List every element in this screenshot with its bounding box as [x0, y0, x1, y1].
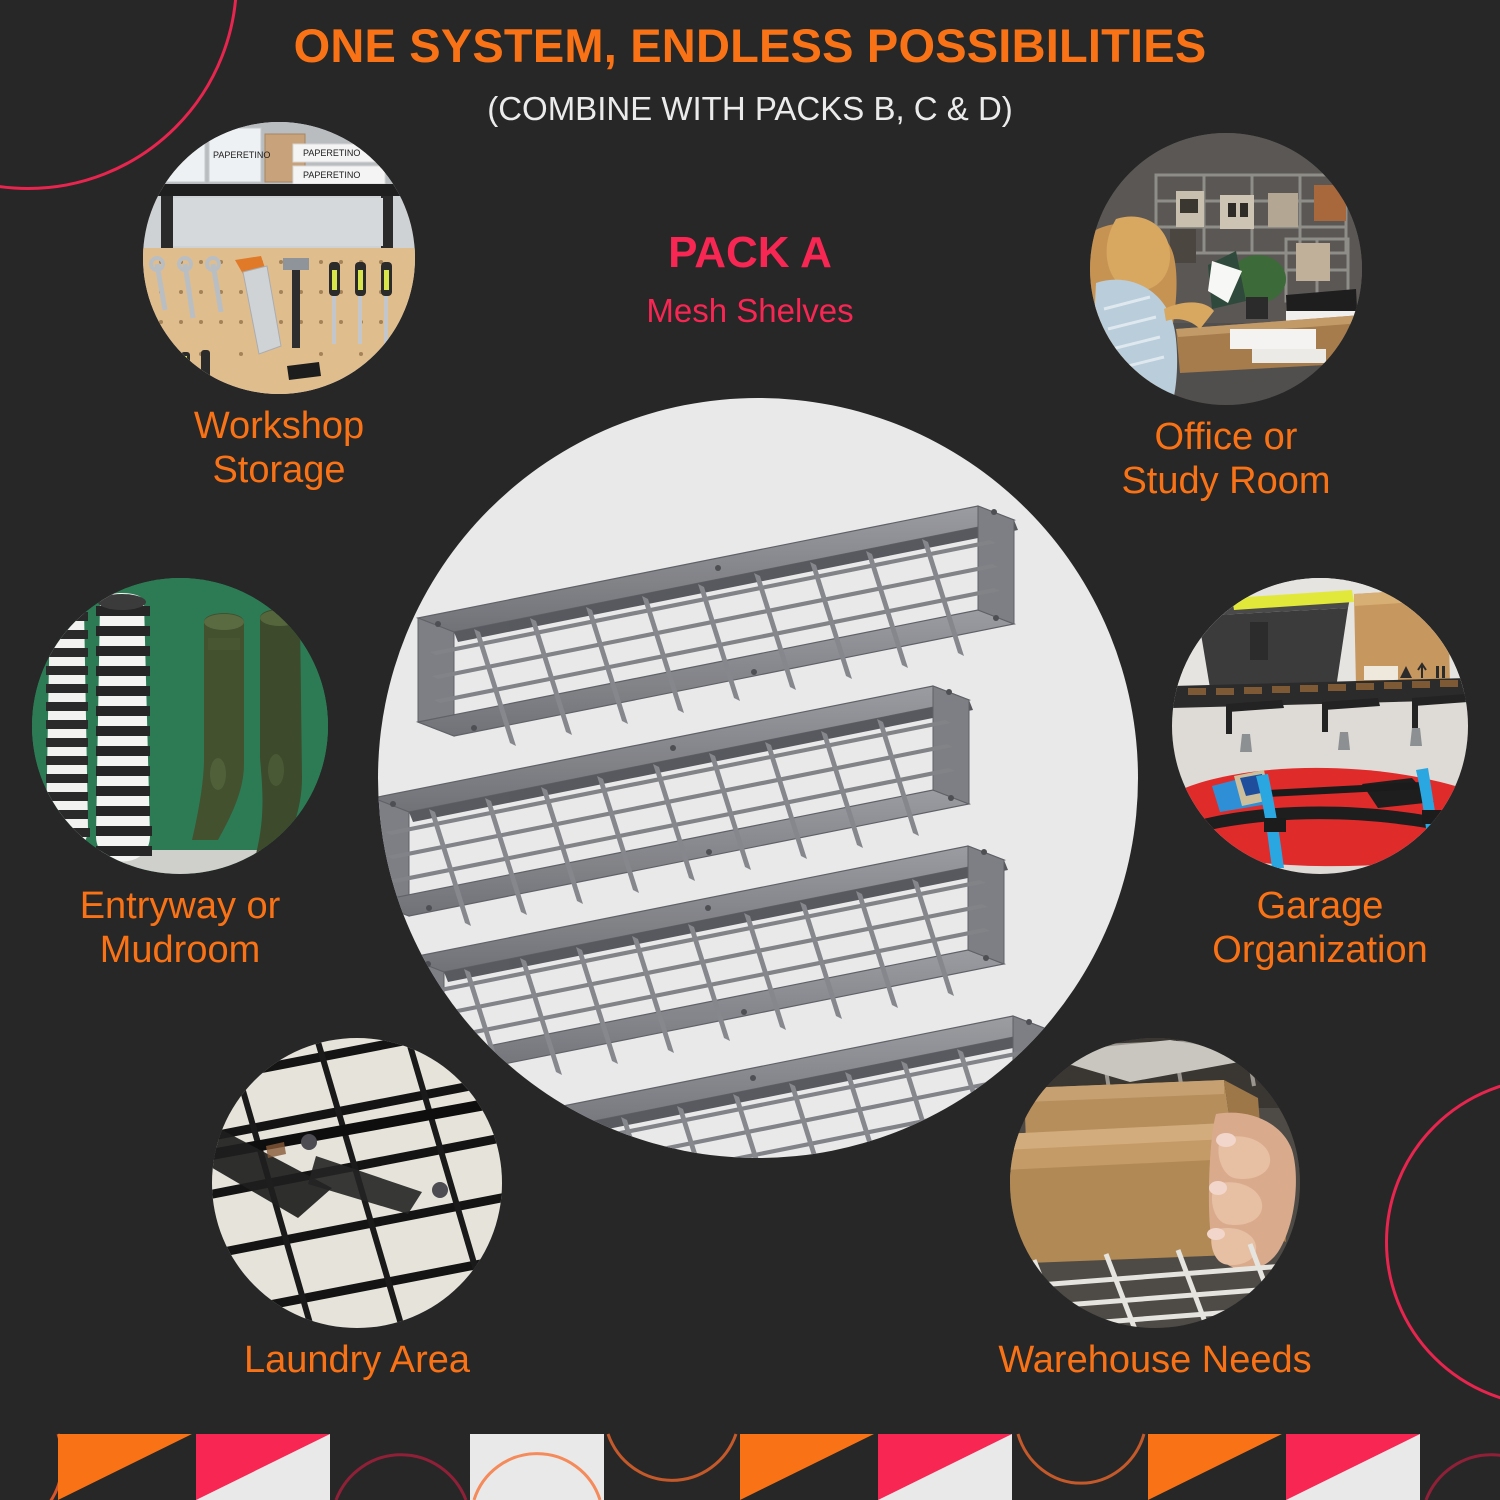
- strip-arc-4: [1016, 1433, 1146, 1485]
- svg-text:PAPERETINO: PAPERETINO: [303, 148, 360, 158]
- rain-boots-green-wall-icon: [32, 578, 328, 874]
- black-wire-shelf-closeup-icon: [212, 1038, 502, 1328]
- feature-warehouse-needs: Warehouse Needs: [998, 1038, 1312, 1381]
- strip-arc-5: [1424, 1453, 1500, 1500]
- office-desk-woman-icon: [1090, 133, 1362, 405]
- feature-warehouse-label: Warehouse Needs: [998, 1339, 1312, 1381]
- strip-tile-white-1: [470, 1434, 604, 1500]
- feature-entryway-mudroom: Entryway or Mudroom: [32, 578, 328, 971]
- feature-office-label: Office or Study Room: [1121, 416, 1331, 503]
- svg-text:PAPERETINO: PAPERETINO: [213, 150, 270, 160]
- page-title: ONE SYSTEM, ENDLESS POSSIBILITIES: [293, 19, 1207, 72]
- strip-tile-orange-3: [1148, 1434, 1282, 1500]
- strip-arc-3: [606, 1433, 738, 1482]
- office-photo: [1090, 133, 1362, 405]
- feature-laundry-label: Laundry Area: [243, 1339, 471, 1381]
- strip-tile-orange-2: [740, 1434, 874, 1500]
- garage-overhead-rack-kayak-icon: [1172, 578, 1468, 874]
- entryway-photo: [32, 578, 328, 874]
- feature-laundry-area: Laundry Area: [212, 1038, 502, 1381]
- feature-garage-organization: Garage Organization: [1172, 578, 1468, 971]
- feature-garage-label: Garage Organization: [1212, 885, 1428, 972]
- bottom-pattern-strip: [0, 1426, 1500, 1500]
- warehouse-photo: [1010, 1038, 1300, 1328]
- feature-workshop-storage: PAPERETINO PAPERETINO PAPERETINO: [143, 122, 415, 491]
- laundry-photo: [212, 1038, 502, 1328]
- hero-product-circle: [378, 398, 1138, 1158]
- strip-tile-pink-2: [878, 1434, 1012, 1500]
- workshop-pegboard-tools-icon: PAPERETINO PAPERETINO PAPERETINO: [143, 122, 415, 394]
- feature-entryway-label: Entryway or Mudroom: [79, 885, 281, 972]
- strip-arc-2: [334, 1453, 468, 1500]
- feature-office-study: Office or Study Room: [1090, 133, 1362, 502]
- strip-tile-pink-3: [1286, 1434, 1420, 1500]
- pack-description: Mesh Shelves: [646, 292, 854, 329]
- feature-workshop-label: Workshop Storage: [193, 405, 365, 492]
- svg-text:PAPERETINO: PAPERETINO: [303, 170, 360, 180]
- pack-name: PACK A: [668, 228, 832, 277]
- decorative-arc-bottom-right-icon: [1385, 1077, 1500, 1407]
- garage-photo: [1172, 578, 1468, 874]
- page-subtitle: (COMBINE WITH PACKS B, C & D): [487, 90, 1013, 127]
- strip-tile-orange-1: [58, 1434, 192, 1500]
- workshop-photo: PAPERETINO PAPERETINO PAPERETINO: [143, 122, 415, 394]
- warehouse-boxes-hand-icon: [1010, 1038, 1300, 1328]
- strip-tile-pink-1: [196, 1434, 330, 1500]
